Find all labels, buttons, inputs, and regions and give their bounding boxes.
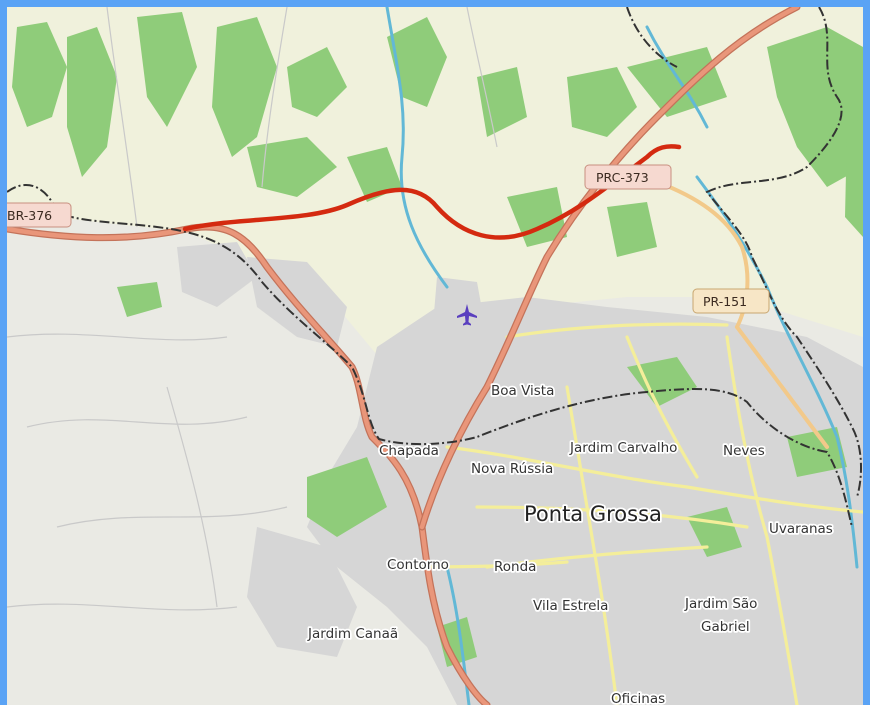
place-label-oficinas[interactable]: Oficinas xyxy=(609,689,667,705)
place-label-ponta-grossa[interactable]: Ponta Grossa xyxy=(522,500,663,528)
airplane-icon xyxy=(457,304,477,326)
route-shield-prc373-label: PRC-373 xyxy=(596,170,649,185)
route-shield-br376: BR-376 xyxy=(7,202,72,228)
place-label-jardim-sao-gabriel-line1[interactable]: Jardim São xyxy=(682,594,759,614)
route-shield-prc373: PRC-373 xyxy=(584,164,672,190)
place-label-nova-russia[interactable]: Nova Rússia xyxy=(469,459,555,479)
place-label-boa-vista[interactable]: Boa Vista xyxy=(489,381,556,401)
place-label-ronda[interactable]: Ronda xyxy=(492,557,538,577)
urban-roads xyxy=(395,322,863,705)
map-canvas[interactable]: BR-376 PRC-373 PR-151 Boa Vista Chapada … xyxy=(7,7,863,705)
route-shield-pr151-label: PR-151 xyxy=(703,294,747,309)
place-label-jardim-carvalho[interactable]: Jardim Carvalho xyxy=(567,438,679,458)
administrative-boundary xyxy=(7,7,863,528)
place-label-jardim-sao-gabriel-line2[interactable]: Gabriel xyxy=(699,617,751,637)
place-labels: Boa Vista Chapada Jardim Carvalho Neves … xyxy=(305,381,834,705)
minor-tracks xyxy=(7,7,498,611)
place-label-neves[interactable]: Neves xyxy=(721,441,766,461)
vegetation xyxy=(12,12,863,667)
place-label-uvaranas[interactable]: Uvaranas xyxy=(767,519,834,539)
place-label-jardim-canaa[interactable]: Jardim Canaã xyxy=(305,624,400,644)
highlighted-route[interactable] xyxy=(182,144,682,240)
place-label-contorno[interactable]: Contorno xyxy=(385,555,450,575)
place-label-vila-estrela[interactable]: Vila Estrela xyxy=(531,596,610,616)
place-label-chapada[interactable]: Chapada xyxy=(377,441,440,461)
route-shield-br376-label: BR-376 xyxy=(7,208,52,223)
route-shield-pr151: PR-151 xyxy=(692,288,770,314)
